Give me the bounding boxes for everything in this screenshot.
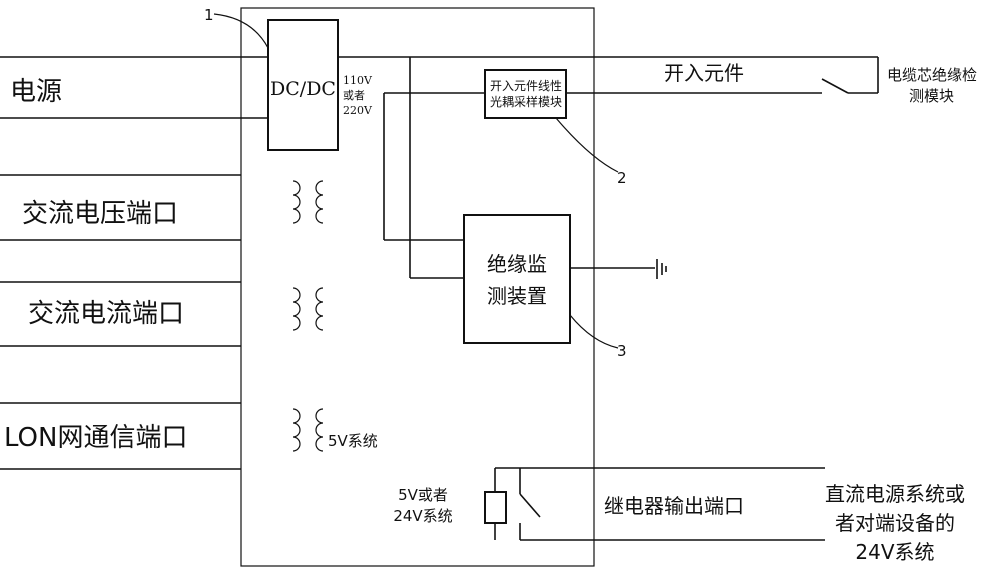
- relay-supply-line2: 24V系统: [393, 507, 452, 525]
- cable-module-line2: 测模块: [909, 87, 954, 105]
- relay-supply-line1: 5V或者: [398, 486, 448, 504]
- callout-1-leader: [213, 13, 269, 49]
- binary-input-switch: [821, 78, 849, 94]
- dc-system-line3: 24V系统: [855, 540, 934, 564]
- insulation-device-box: [463, 214, 571, 344]
- sampling-module-line1: 开入元件线性: [490, 79, 562, 93]
- dcdc-voltage-1: 110V: [343, 74, 373, 87]
- sampling-module-box: [484, 69, 567, 119]
- sampling-module-line2: 光耦采样模块: [490, 94, 562, 109]
- transformer-ac-voltage: [292, 180, 324, 224]
- cable-module-line1: 电缆芯绝缘检: [887, 66, 977, 84]
- dcdc-voltage-3: 220V: [343, 104, 373, 117]
- callout-1-label: 1: [204, 6, 214, 24]
- callout-2-label: 2: [617, 169, 627, 187]
- callout-2-leader: [555, 117, 619, 173]
- binary-input-label: 开入元件: [664, 61, 744, 85]
- transformer-lon: [292, 408, 324, 452]
- insulation-device-line1: 绝缘监: [487, 252, 547, 276]
- power-label: 电源: [10, 77, 62, 107]
- dcdc-label: DC/DC: [270, 78, 336, 100]
- dc-system-line1: 直流电源系统或: [825, 482, 965, 506]
- relay-output-port-label: 继电器输出端口: [604, 494, 744, 518]
- relay-coil: [484, 491, 507, 524]
- insulation-device-line2: 测装置: [487, 284, 547, 308]
- lon-port-label: LON网通信端口: [4, 423, 187, 453]
- main-enclosure: [240, 7, 595, 567]
- system-5v-label: 5V系统: [328, 432, 378, 450]
- callout-3-label: 3: [617, 342, 627, 360]
- dc-system-line2: 者对端设备的: [835, 511, 955, 535]
- ac-voltage-port-label: 交流电压端口: [22, 199, 178, 229]
- relay-contact-blade: [519, 493, 541, 518]
- dcdc-box: [267, 19, 339, 151]
- dcdc-voltage-2: 或者: [343, 89, 365, 102]
- callout-3-leader: [569, 314, 619, 349]
- ac-current-port-label: 交流电流端口: [28, 299, 184, 329]
- transformer-ac-current: [292, 287, 324, 331]
